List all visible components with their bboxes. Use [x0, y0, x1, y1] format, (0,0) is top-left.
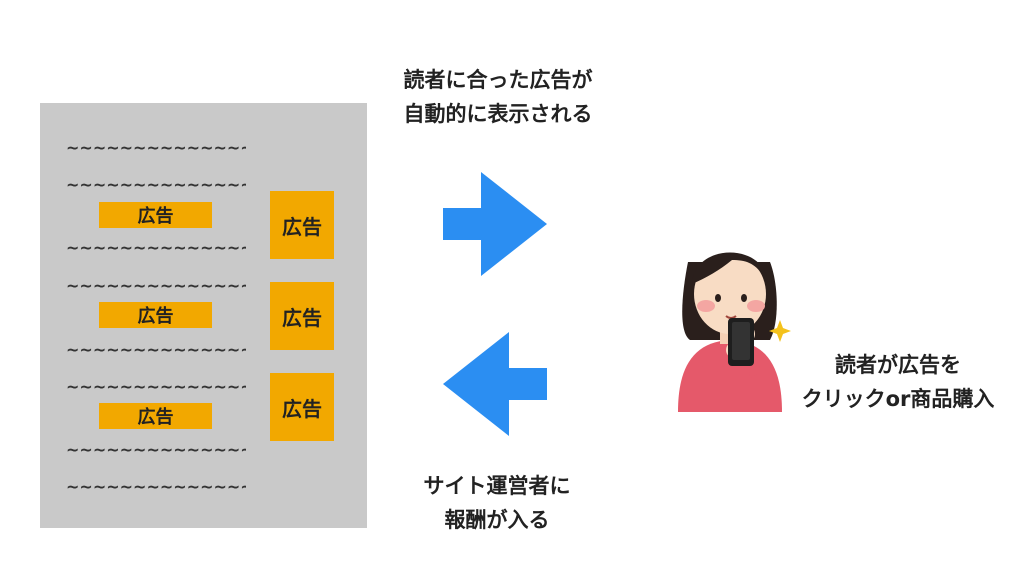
- arrow-left-icon: [443, 332, 547, 436]
- reader-with-smartphone-icon: [678, 252, 791, 412]
- text-placeholder-line: ~~~~~~~~~~~~~~: [66, 378, 246, 396]
- bottom-caption-line2: 報酬が入る: [444, 508, 550, 532]
- inline-ad-block: 広告: [99, 403, 212, 429]
- reader-caption: 読者が広告を クリックor商品購入: [780, 348, 1016, 416]
- text-placeholder-line: ~~~~~~~~~~~~~~: [66, 176, 246, 194]
- side-ad-block: 広告: [270, 282, 334, 350]
- bottom-caption: サイト運営者に 報酬が入る: [392, 469, 602, 537]
- reader-caption-line2: クリックor商品購入: [801, 387, 995, 411]
- text-placeholder-line: ~~~~~~~~~~~~~~: [66, 277, 246, 295]
- text-placeholder-line: ~~~~~~~~~~~~~~: [66, 239, 246, 257]
- bottom-caption-line1: サイト運営者に: [423, 474, 571, 498]
- top-caption-line2: 自動的に表示される: [403, 102, 593, 126]
- inline-ad-block: 広告: [99, 202, 212, 228]
- arrow-right-icon: [443, 172, 547, 276]
- top-caption-line1: 読者に合った広告が: [403, 68, 593, 92]
- inline-ad-block: 広告: [99, 302, 212, 328]
- text-placeholder-line: ~~~~~~~~~~~~~~: [66, 341, 246, 359]
- side-ad-block: 広告: [270, 373, 334, 441]
- top-caption: 読者に合った広告が 自動的に表示される: [372, 63, 624, 131]
- side-ad-block: 広告: [270, 191, 334, 259]
- text-placeholder-line: ~~~~~~~~~~~~~~: [66, 478, 246, 496]
- text-placeholder-line: ~~~~~~~~~~~~~~: [66, 139, 246, 157]
- reader-caption-line1: 読者が広告を: [835, 353, 961, 377]
- text-placeholder-line: ~~~~~~~~~~~~~~: [66, 441, 246, 459]
